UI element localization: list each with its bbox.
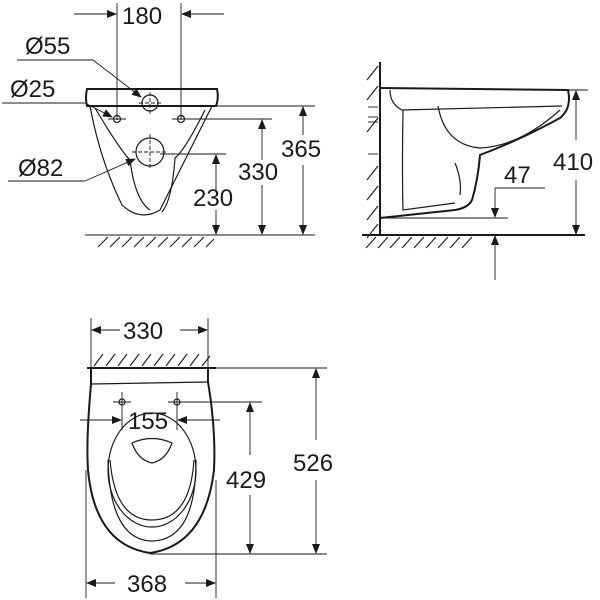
dim-410: 410	[553, 149, 593, 176]
dim-180: 180	[122, 3, 162, 30]
top-wall-hatch	[93, 353, 211, 367]
dim-368: 368	[127, 571, 167, 598]
front-view: 180 Ø55 Ø25 Ø82	[2, 3, 321, 248]
floor-hatch	[97, 236, 215, 248]
wall-hatch	[366, 65, 379, 239]
dim-330: 330	[238, 159, 278, 186]
top-view: 330 155	[80, 318, 333, 598]
dim-d55: Ø55	[25, 33, 70, 60]
dim-365: 365	[281, 136, 321, 163]
dim-230: 230	[193, 185, 233, 212]
dim-d25: Ø25	[10, 76, 55, 103]
side-view: 410 47	[362, 62, 593, 280]
dim-d82: Ø82	[18, 155, 63, 182]
dim-155: 155	[128, 408, 168, 435]
side-floor-hatch	[365, 236, 473, 249]
dim-429: 429	[226, 467, 266, 494]
dim-47: 47	[504, 162, 531, 189]
dim-top-330: 330	[123, 318, 163, 345]
dim-526: 526	[293, 450, 333, 477]
